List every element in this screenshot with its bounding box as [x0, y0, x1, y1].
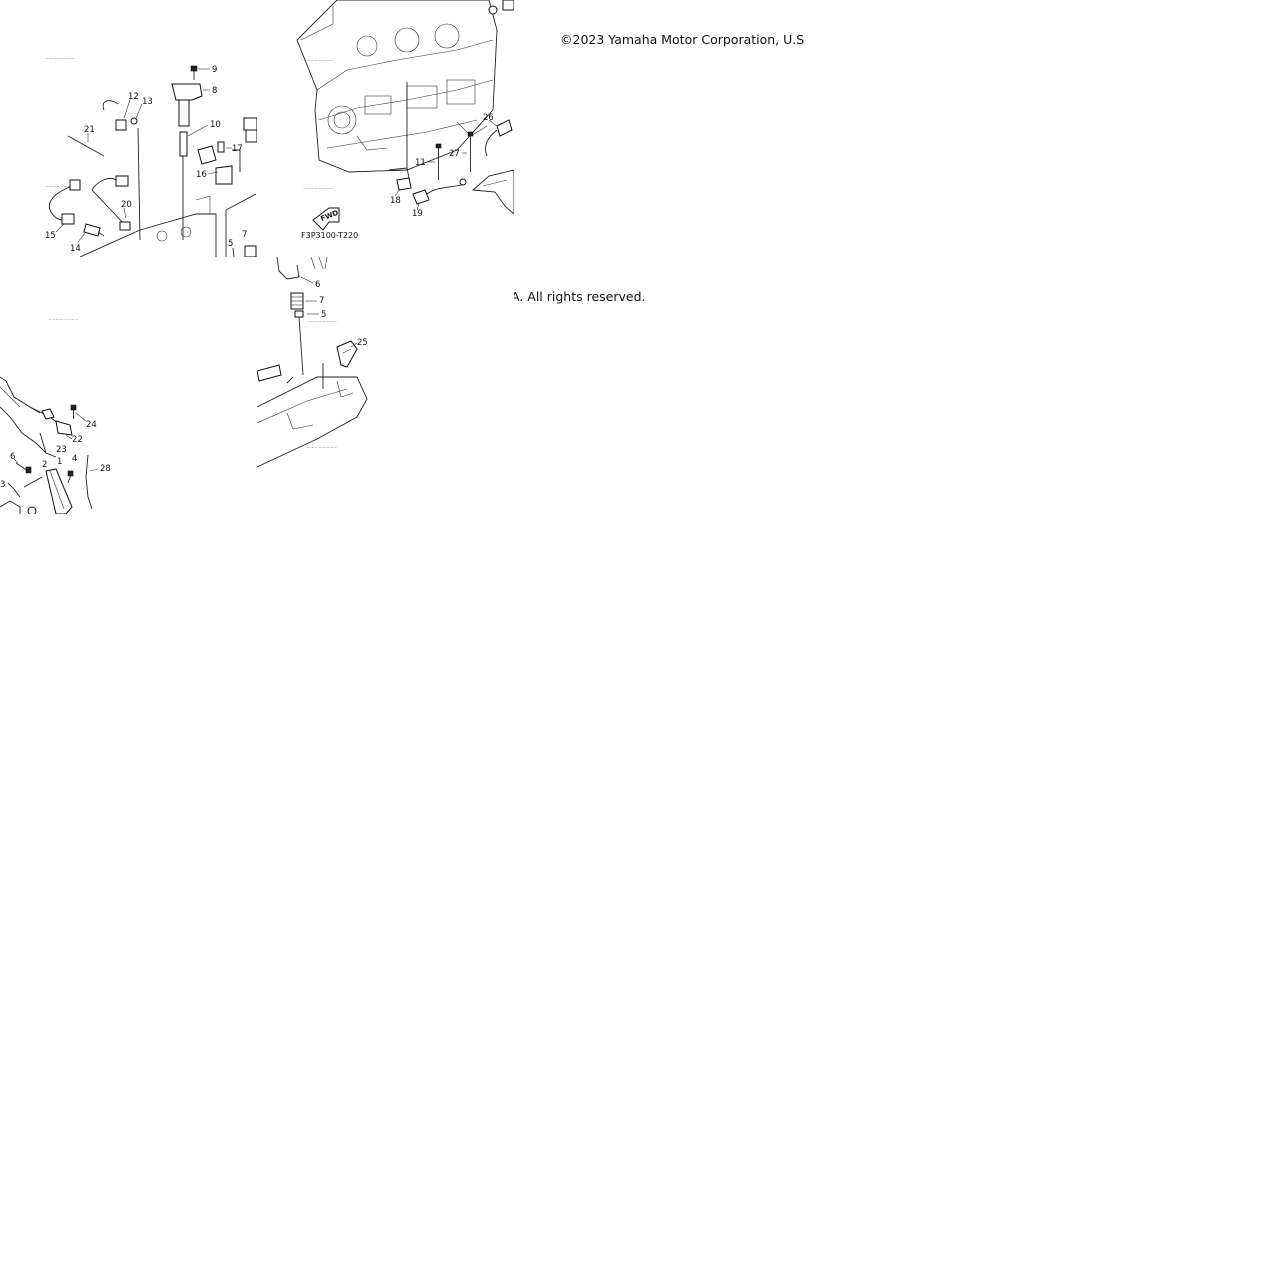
tile-bottom-left-drawing: ~~~~~~~~ 24 22 23 6 [0, 318, 111, 514]
bracket-part-1 [45, 468, 73, 514]
watermark: ~~~~~~~~ [303, 59, 333, 64]
watermark: ~~~~~~~~ [45, 185, 75, 190]
callout-9: 9 [212, 65, 217, 75]
watermark: ~~~~~~~~ [307, 320, 337, 325]
tile-top-left-drawing: ~~~~~~~~ ~~~~~~~~ 9 8 10 [45, 57, 257, 257]
harness-part-19 [412, 178, 467, 211]
watermark: ~~~~~~~~ [48, 318, 78, 323]
bolt-part-9 [190, 65, 210, 80]
tile-bottom-right-drawing: 6 7 5 ~~~~~~~~ 25 [257, 257, 368, 468]
callout-26: 26 [483, 113, 494, 123]
bolt-part-6 [13, 458, 32, 474]
sensor-part-26 [485, 119, 513, 157]
watermark: ~~~~~~~~ [45, 57, 75, 62]
callout-13: 13 [142, 97, 153, 107]
copyright-line-1: ©2023 Yamaha Motor Corporation, U.S [560, 32, 805, 47]
wire-part-28 [85, 454, 99, 510]
watermark: ~~~~~~~~ [307, 446, 337, 451]
callout-24: 24 [86, 420, 97, 430]
callout-17: 17 [232, 144, 243, 154]
diagram-tile-top-right: ~~~~~~~~ ~~~~~~~~ [257, 0, 514, 257]
callout-14: 14 [70, 244, 81, 254]
callout-7: 7 [242, 230, 247, 240]
bushing-part-7 [290, 292, 317, 310]
tile-top-right-drawing: ~~~~~~~~ ~~~~~~~~ [296, 0, 514, 240]
spark-plug-part-10 [179, 124, 209, 240]
engine-block [296, 0, 498, 173]
callout-23: 23 [56, 445, 67, 455]
sensor-part-16 [197, 145, 241, 185]
callout-20: 20 [121, 200, 132, 210]
callout-28: 28 [100, 464, 111, 474]
fwd-arrow: FWD [312, 207, 340, 231]
callout-5-b: 5 [321, 310, 326, 320]
harness-part-20 [91, 175, 131, 231]
diagram-tile-bottom-left: ~~~~~~~~ 24 22 23 6 [0, 257, 257, 514]
callout-7-b: 7 [319, 296, 324, 306]
diagram-code: F3P3100-T220 [301, 231, 358, 240]
watermark: ~~~~~~~~ [303, 187, 333, 192]
washer-part-5 [294, 310, 319, 376]
callout-10: 10 [210, 120, 221, 130]
callout-22: 22 [72, 435, 83, 445]
callout-6: 6 [10, 452, 15, 462]
callout-21: 21 [84, 125, 95, 135]
sensor-part-15 [48, 179, 81, 233]
callout-18: 18 [390, 196, 401, 206]
sensor-part-25 [336, 340, 358, 368]
callout-3: 3 [0, 480, 5, 490]
callout-15: 15 [45, 231, 56, 241]
callout-4: 4 [72, 454, 77, 464]
callout-8: 8 [212, 86, 217, 96]
sensor-part-17 [217, 141, 232, 153]
callout-11: 11 [415, 158, 426, 168]
ignition-coil-part-8 [171, 83, 210, 127]
diagram-tile-bottom-right: 6 7 5 ~~~~~~~~ 25 [257, 257, 514, 514]
callout-12: 12 [128, 92, 139, 102]
sensor-part-18 [388, 167, 412, 197]
intake-pipe [257, 363, 368, 468]
bolt-part-11 [427, 143, 442, 180]
callout-19: 19 [412, 209, 423, 219]
callout-25: 25 [357, 338, 368, 348]
callout-27: 27 [449, 149, 460, 159]
diagram-tile-top-left: ~~~~~~~~ ~~~~~~~~ 9 8 10 [0, 0, 257, 257]
copyright-line-2: A. All rights reserved. [514, 289, 646, 304]
throttle-assembly [0, 376, 61, 454]
sensor-part-14 [77, 223, 105, 243]
sensor-part-21 [67, 133, 105, 157]
sensor-part-12 [102, 99, 143, 131]
bolt-part-4 [67, 470, 74, 484]
bolt-part-24 [70, 404, 87, 422]
sensor-part-22 [55, 420, 73, 440]
copyright-line-2-clip: A. All rights reserved. [514, 289, 714, 307]
callout-5: 5 [228, 239, 233, 249]
callout-2: 2 [42, 460, 47, 470]
callout-1: 1 [57, 457, 62, 467]
bolt-part-27 [462, 131, 474, 172]
callout-16: 16 [196, 170, 207, 180]
callout-6-b: 6 [315, 280, 320, 290]
